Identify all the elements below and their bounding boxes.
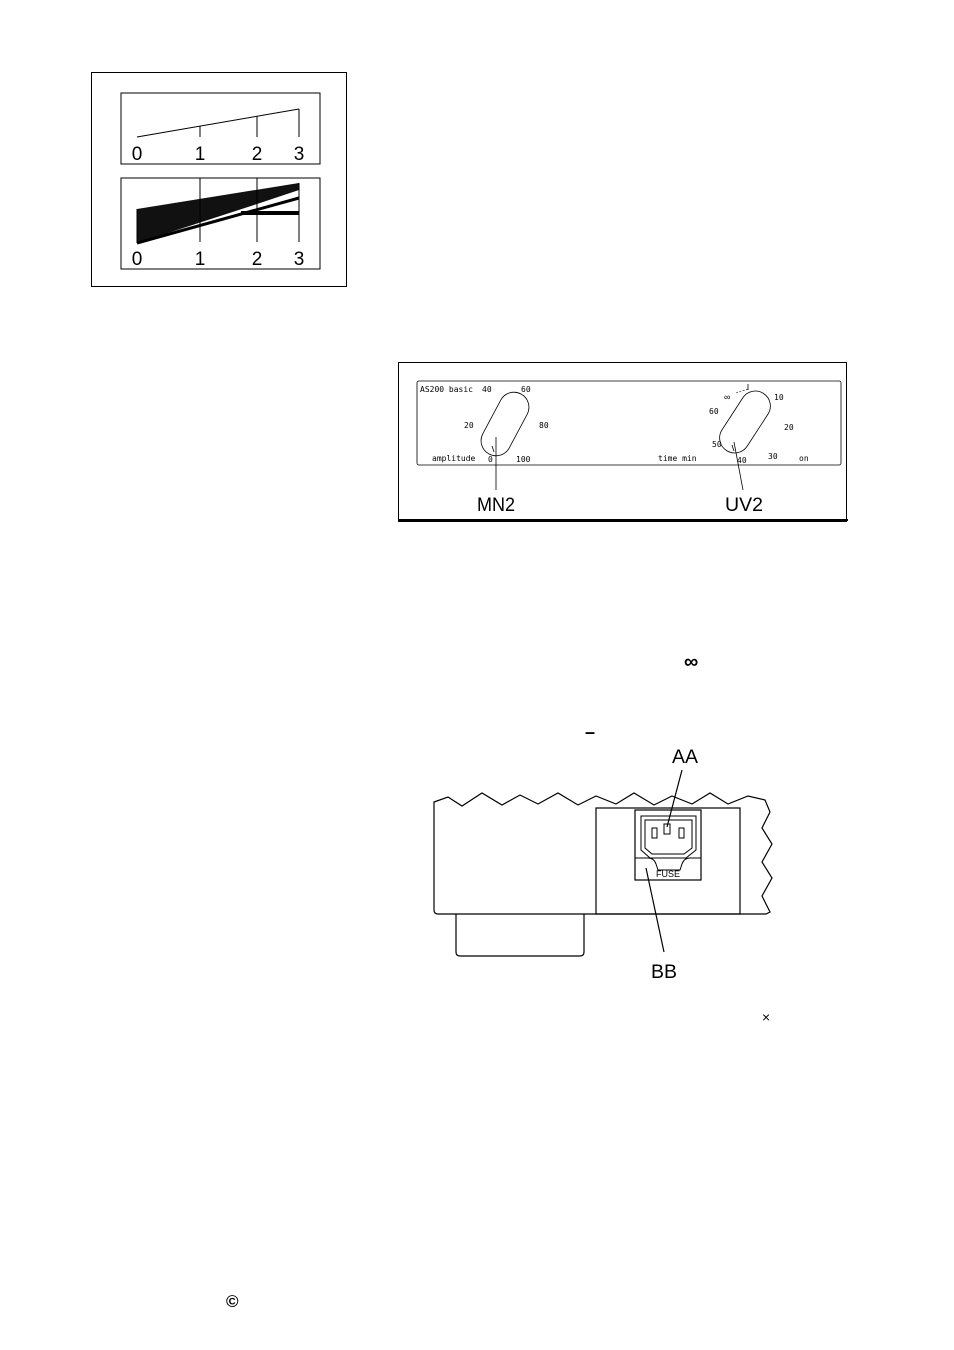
times-symbol: ×	[762, 1009, 771, 1025]
top-tick-2: 2	[252, 144, 263, 165]
timer-mark-10: 10	[774, 393, 784, 402]
timer-mark-40: 40	[737, 456, 747, 465]
timer-caption: time min	[658, 454, 697, 463]
timer-knob[interactable]	[714, 385, 776, 458]
bottom-scale: 0 1 2 3	[120, 177, 321, 270]
top-tick-1: 1	[195, 144, 206, 165]
panel-title: AS200 basic	[420, 385, 473, 394]
control-panel-figure: AS200 basic amplitude 0 20 40 60 80 100 …	[398, 362, 848, 522]
timer-mark-60: 60	[709, 407, 719, 416]
copyright-symbol: ©	[226, 1292, 239, 1311]
amp-mark-80: 80	[539, 421, 549, 430]
amplitude-knob-label: MN2	[477, 495, 515, 516]
bottom-tick-2: 2	[252, 249, 263, 270]
bottom-tick-0: 0	[132, 249, 143, 270]
top-tick-3: 3	[294, 144, 305, 165]
amp-mark-40: 40	[482, 385, 492, 394]
amp-mark-0: 0	[488, 455, 493, 464]
timer-on-label: on	[799, 454, 809, 463]
amplitude-knob[interactable]	[476, 387, 534, 461]
infinity-symbol: ∞	[684, 651, 699, 673]
top-scale: 0 1 2 3	[120, 92, 321, 165]
socket-label: AA	[672, 747, 698, 768]
top-tick-0: 0	[132, 144, 143, 165]
amplitude-caption: amplitude	[432, 454, 476, 463]
bottom-tick-3: 3	[294, 249, 305, 270]
amp-mark-100: 100	[516, 455, 531, 464]
amplitude-scale-figure: 0 1 2 3 0 1 2 3	[91, 72, 347, 287]
fuse-label: BB	[651, 962, 677, 983]
dash-symbol: –	[585, 722, 596, 742]
timer-mark-30: 30	[768, 452, 778, 461]
timer-mark-20: 20	[784, 423, 794, 432]
power-socket-figure: FUSE AA BB	[433, 747, 773, 983]
amp-mark-20: 20	[464, 421, 474, 430]
timer-knob-label: UV2	[725, 495, 763, 516]
fuse-text: FUSE	[656, 869, 680, 879]
amp-mark-60: 60	[521, 385, 531, 394]
timer-mark-50: 50	[712, 440, 722, 449]
timer-mark-infinity: ∞	[724, 392, 730, 402]
bottom-tick-1: 1	[195, 249, 206, 270]
fuse-drawer[interactable]: FUSE	[635, 857, 701, 879]
